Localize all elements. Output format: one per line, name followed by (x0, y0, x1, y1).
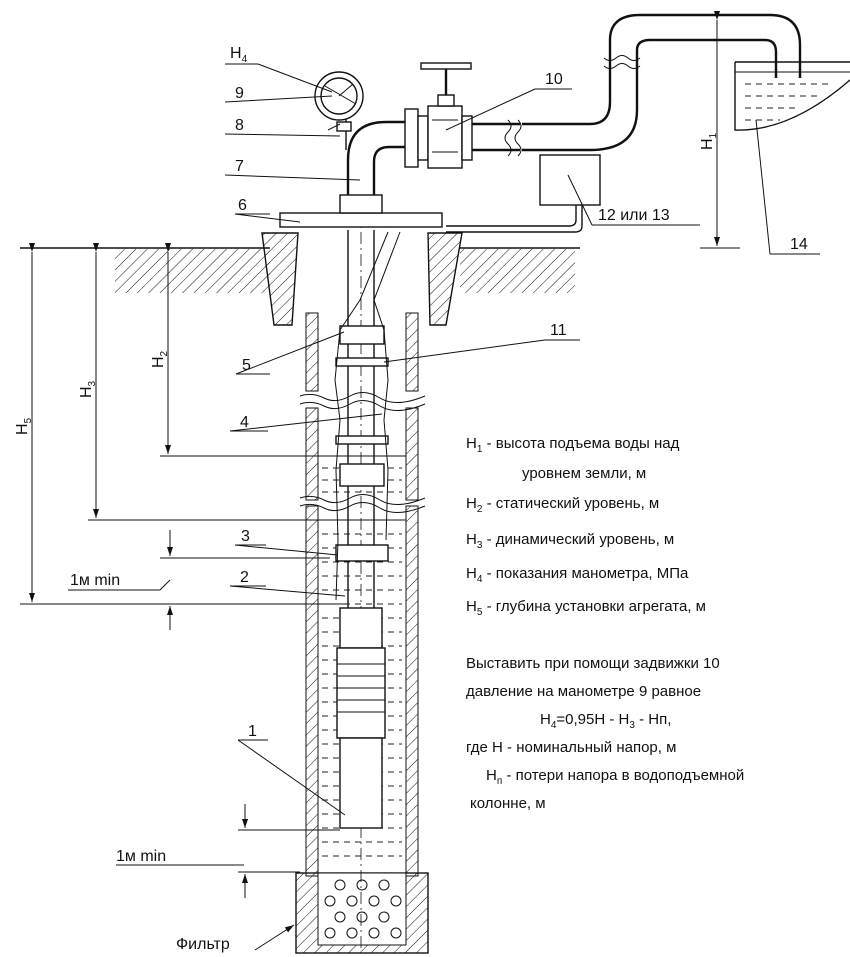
svg-text:H3: H3 (78, 380, 98, 398)
dim-label-h2: H2 (150, 350, 170, 368)
leader-lines (68, 63, 820, 951)
instruction-line-4: где H - номинальный напор, м (466, 739, 676, 756)
ground-line (20, 247, 580, 293)
dim-label-1m-min-top: 1м min (70, 572, 120, 589)
dim-h2 (160, 243, 318, 457)
callout-9: 9 (235, 85, 244, 102)
pressure-gauge (314, 71, 364, 150)
instruction-formula: H4=0,95H - H3 - Hп, (540, 711, 671, 731)
filter-label: Фильтр (176, 936, 230, 953)
reservoir (734, 61, 850, 131)
dim-h3 (88, 243, 318, 521)
svg-text:H2: H2 (150, 350, 170, 368)
legend-item-h5: H5 - глубина установки агрегата, м (466, 598, 706, 618)
callout-11: 11 (550, 322, 567, 339)
instruction-line-1: Выставить при помощи задвижки 10 (466, 655, 720, 672)
dim-label-h5: H5 (14, 417, 34, 435)
dim-min-top (160, 530, 330, 630)
dim-label-h1: H1 (699, 132, 719, 150)
callout-5: 5 (242, 357, 251, 374)
filter (295, 872, 429, 954)
legend-item-h1: H1 - высота подъема воды над (466, 435, 680, 455)
callout-6: 6 (238, 197, 247, 214)
svg-text:H5: H5 (14, 417, 34, 435)
callout-14: 14 (790, 236, 808, 253)
legend-item-h2: H2 - статический уровень, м (466, 495, 659, 515)
callout-12-or-13: 12 или 13 (598, 207, 670, 224)
callout-1: 1 (248, 723, 257, 740)
callout-10: 10 (545, 71, 563, 88)
dim-h5 (20, 243, 348, 605)
wellhead-plate (279, 194, 443, 228)
callout-8: 8 (235, 117, 244, 134)
dim-label-h4: H4 (230, 45, 248, 65)
callout-3: 3 (241, 528, 250, 545)
callout-4: 4 (240, 414, 249, 431)
legend-item-h1-cont: уровнем земли, м (522, 465, 646, 482)
well-collar (261, 232, 463, 326)
dim-label-h3: H3 (78, 380, 98, 398)
callout-7: 7 (235, 158, 244, 175)
instructions: Выставить при помощи задвижки 10 давлени… (466, 655, 744, 812)
svg-text:H1: H1 (699, 132, 719, 150)
instruction-line-6: колонне, м (470, 795, 546, 812)
pump-unit (336, 607, 386, 829)
legend: H1 - высота подъема воды над уровнем зем… (466, 435, 706, 618)
well-casing (299, 312, 426, 877)
riser-pipe (334, 210, 401, 950)
callout-2: 2 (240, 569, 249, 586)
dim-h1 (700, 11, 740, 249)
discharge-pipe (346, 13, 802, 195)
instruction-line-5: Hп - потери напора в водоподъемной (486, 767, 744, 787)
legend-item-h4: H4 - показания манометра, МПа (466, 565, 689, 585)
instruction-line-2: давление на манометре 9 равное (466, 683, 701, 700)
well-water (318, 455, 406, 857)
dim-label-1m-min-bottom: 1м min (116, 848, 166, 865)
dim-min-bottom (238, 804, 340, 898)
legend-item-h3: H3 - динамический уровень, м (466, 531, 674, 551)
